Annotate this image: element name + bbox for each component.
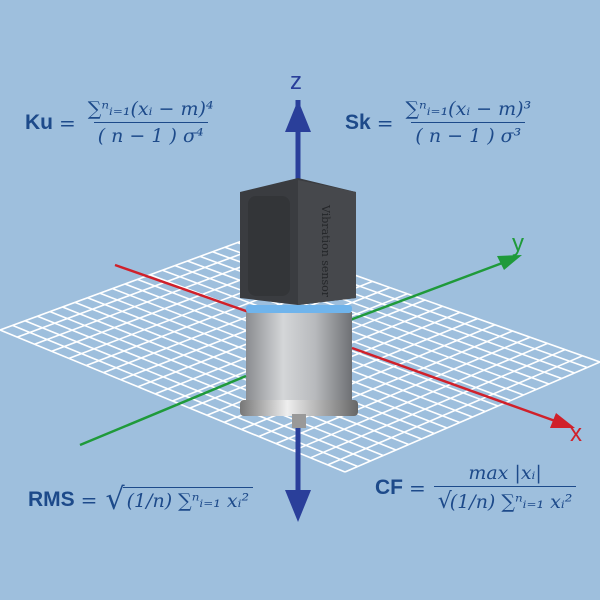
sk-label: Sk xyxy=(345,110,371,134)
y-axis-front xyxy=(79,374,247,447)
sk-denominator: ( n − 1 ) σ³ xyxy=(411,122,526,147)
x-axis-arrow-icon xyxy=(550,413,575,428)
rms-formula: RMS = √(1/n) ∑ⁿᵢ₌₁ xᵢ² xyxy=(28,482,254,517)
y-axis-arrow-icon xyxy=(497,255,522,270)
x-axis-front xyxy=(351,346,559,424)
grid-line xyxy=(327,355,583,466)
equals: = xyxy=(376,110,394,135)
grid-line xyxy=(310,348,566,459)
z-axis-arrow-down-icon xyxy=(285,490,311,522)
skewness-formula: Sk = ∑ⁿᵢ₌₁(xᵢ − m)³( n − 1 ) σ³ xyxy=(345,98,535,147)
grid-line xyxy=(275,336,531,445)
equals: = xyxy=(59,110,76,135)
rms-radicand: (1/n) ∑ⁿᵢ₌₁ xᵢ² xyxy=(122,487,254,512)
equals: = xyxy=(409,476,426,500)
grid-line xyxy=(292,342,548,452)
sqrt-icon: √ xyxy=(105,482,125,517)
y-axis-back xyxy=(349,260,506,322)
kurtosis-formula: Ku = ∑ⁿᵢ₌₁(xᵢ − m)⁴( n − 1 ) σ⁴ xyxy=(25,98,218,147)
sk-numerator: ∑ⁿᵢ₌₁(xᵢ − m)³ xyxy=(405,98,532,120)
ku-label: Ku xyxy=(25,110,53,134)
vibration-sensor: Vibration sensor xyxy=(240,178,358,428)
z-axis-arrow-up-icon xyxy=(285,100,311,132)
x-axis-label: x xyxy=(570,420,582,447)
rms-label: RMS xyxy=(28,487,75,511)
cf-numerator: max |xᵢ| xyxy=(468,462,542,484)
equals: = xyxy=(80,487,98,512)
sqrt-icon: √ xyxy=(437,489,452,514)
ku-numerator: ∑ⁿᵢ₌₁(xᵢ − m)⁴ xyxy=(87,98,214,120)
crest-factor-formula: CF = max |xᵢ|√(1/n) ∑ⁿᵢ₌₁ xᵢ² xyxy=(375,462,577,514)
y-axis-label: y xyxy=(512,230,524,257)
cf-radicand: (1/n) ∑ⁿᵢ₌₁ xᵢ² xyxy=(449,491,573,513)
sensor-text: Vibration sensor xyxy=(319,204,332,298)
cf-label: CF xyxy=(375,476,403,499)
cf-denominator: √(1/n) ∑ⁿᵢ₌₁ xᵢ² xyxy=(433,486,577,514)
grid-line xyxy=(344,361,600,473)
z-axis-label: z xyxy=(290,68,302,95)
ku-denominator: ( n − 1 ) σ⁴ xyxy=(93,122,208,147)
